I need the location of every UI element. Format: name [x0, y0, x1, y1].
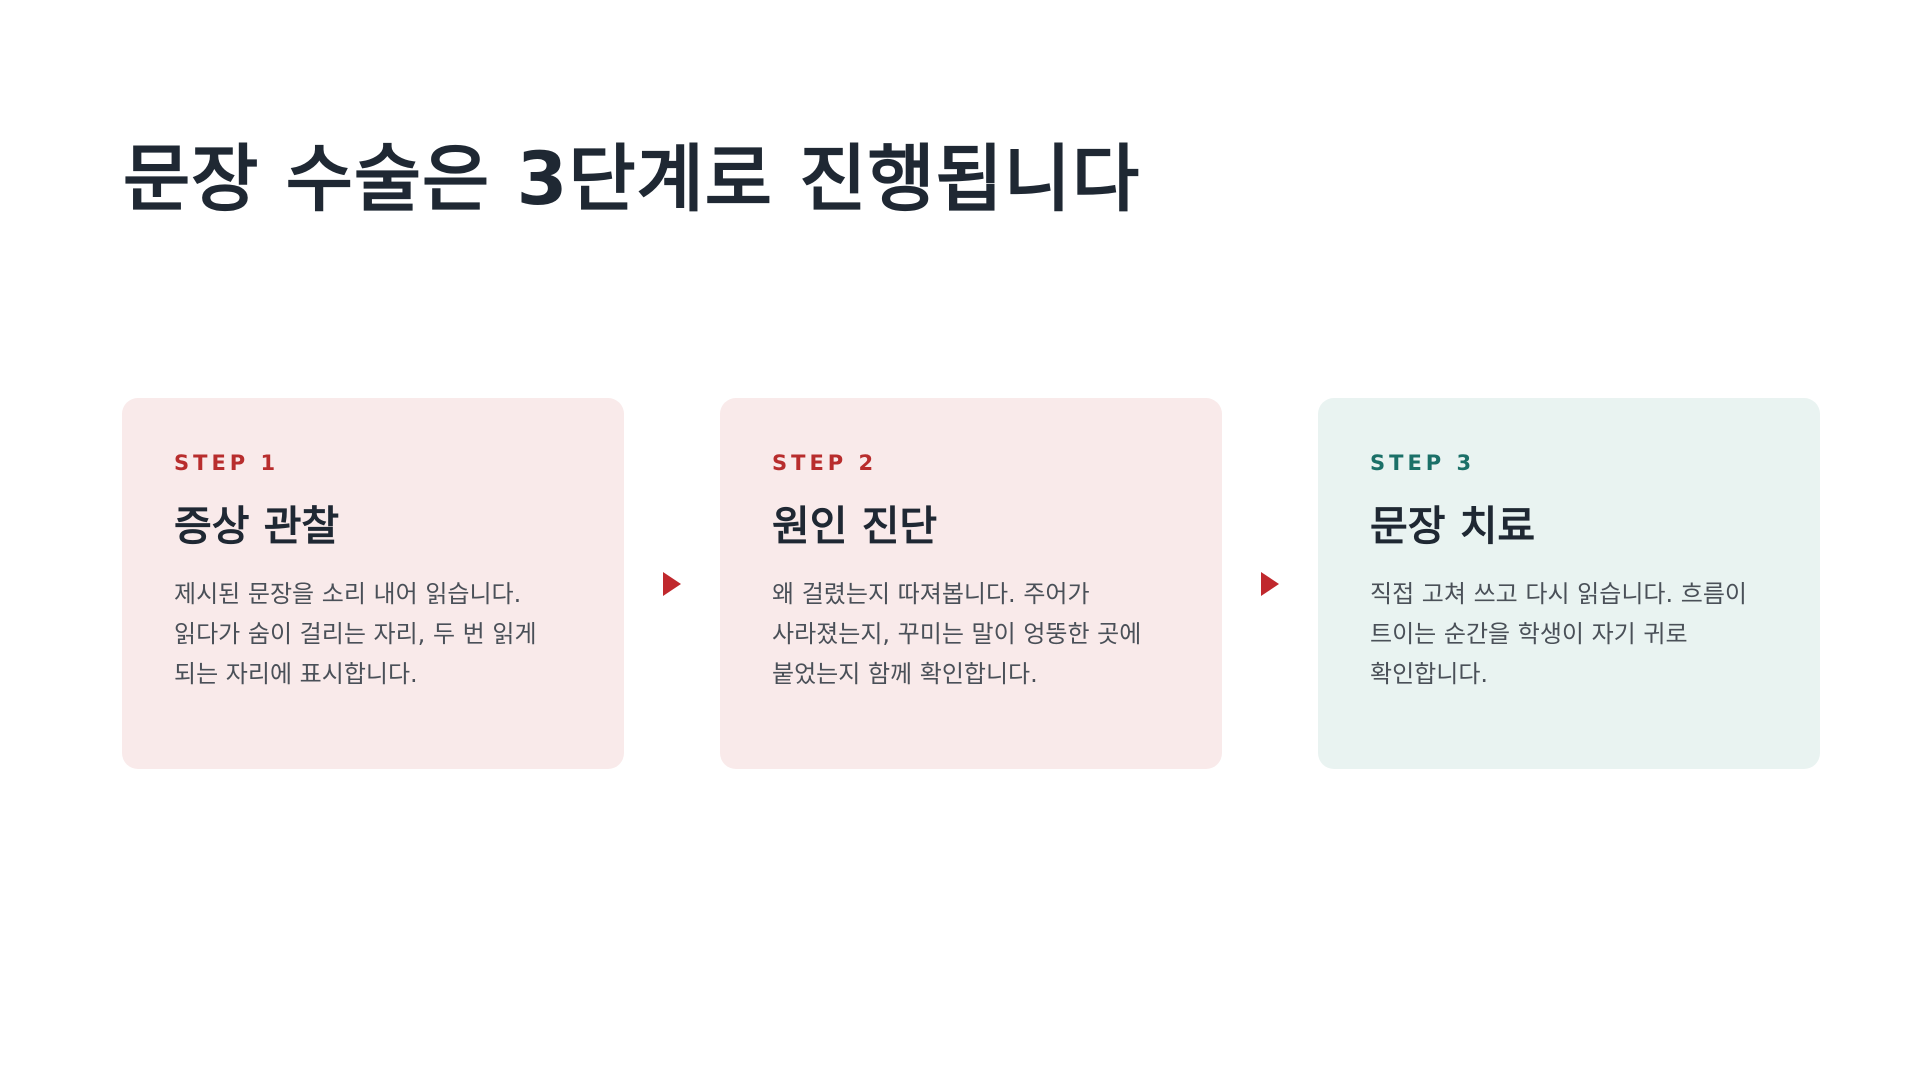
step-description: 왜 걸렸는지 따져봅니다. 주어가 사라졌는지, 꾸미는 말이 엉뚱한 곳에 붙… [772, 580, 1142, 688]
step-label: STEP 2 [772, 451, 878, 475]
arrow-right-icon [663, 572, 681, 596]
step-card-3: STEP 3 문장 치료 직접 고쳐 쓰고 다시 읽습니다. 흐름이 트이는 순… [1318, 398, 1820, 769]
step-title: 증상 관찰 [174, 502, 340, 550]
arrow-right-icon [1261, 572, 1279, 596]
step-label: STEP 3 [1370, 451, 1476, 475]
step-description: 제시된 문장을 소리 내어 읽습니다. 읽다가 숨이 걸리는 자리, 두 번 읽… [174, 580, 537, 688]
step-card-2: STEP 2 원인 진단 왜 걸렸는지 따져봅니다. 주어가 사라졌는지, 꾸미… [720, 398, 1222, 769]
step-title: 원인 진단 [772, 502, 938, 550]
step-description: 직접 고쳐 쓰고 다시 읽습니다. 흐름이 트이는 순간을 학생이 자기 귀로 … [1370, 580, 1747, 688]
slide-title: 문장 수술은 3단계로 진행됩니다 [123, 137, 1141, 222]
step-title: 문장 치료 [1370, 502, 1536, 550]
step-label: STEP 1 [174, 451, 280, 475]
step-card-1: STEP 1 증상 관찰 제시된 문장을 소리 내어 읽습니다. 읽다가 숨이 … [122, 398, 624, 769]
